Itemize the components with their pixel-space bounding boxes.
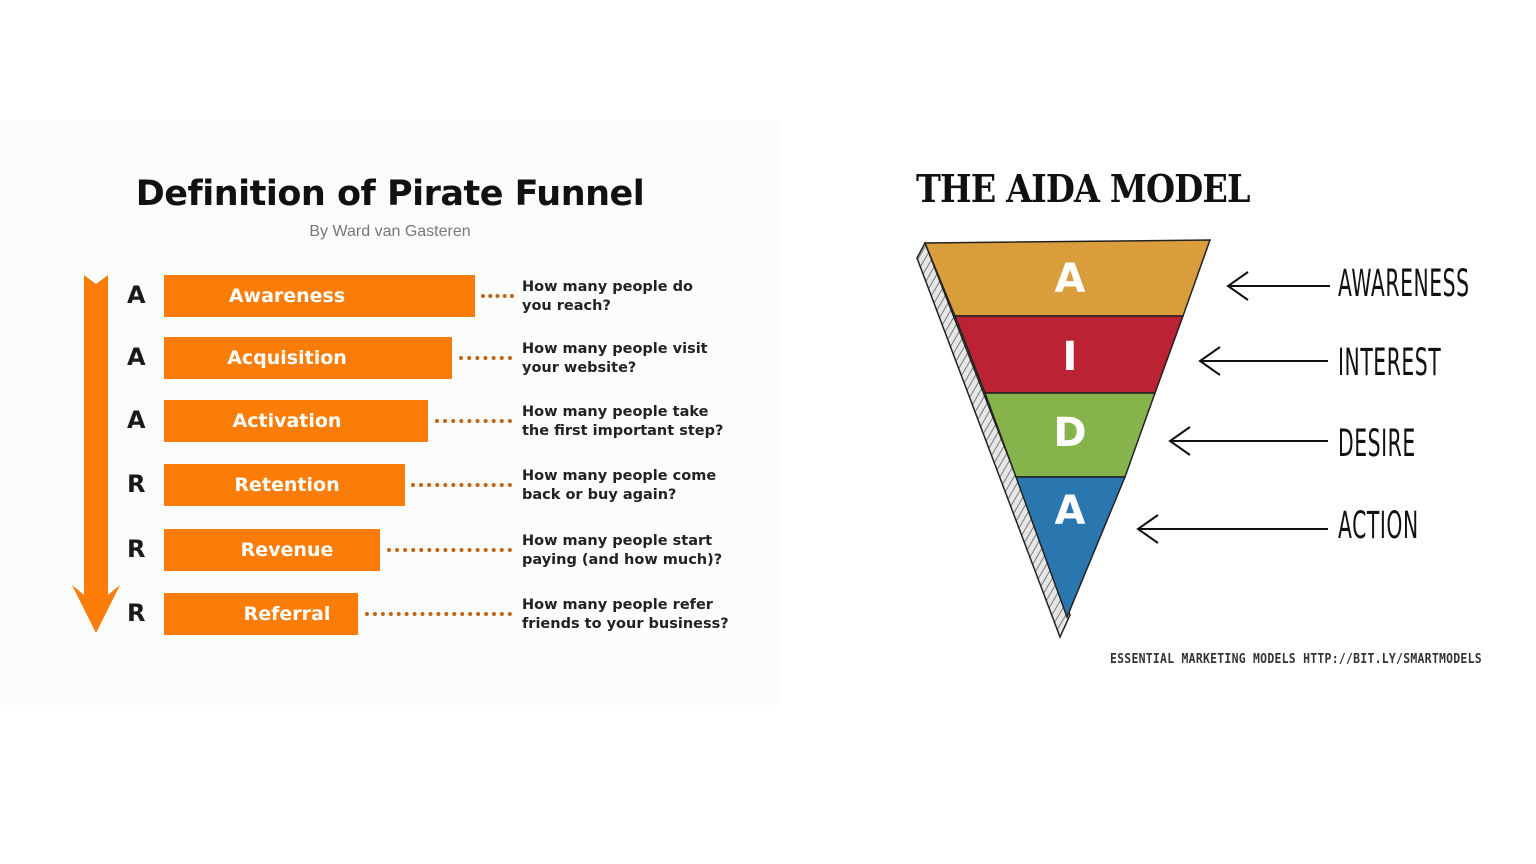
stage-letter: R [127, 470, 146, 498]
stage-bar: Acquisition [164, 337, 452, 379]
arrow-left-icon [1136, 271, 1330, 544]
aida-footer-credit: ESSENTIAL MARKETING MODELS HTTP://BIT.LY… [1110, 652, 1482, 667]
stage-bar: Revenue [164, 529, 380, 571]
stage-bar: Activation [164, 400, 428, 442]
stage-letter: R [127, 535, 146, 563]
stage-question: How many people start paying (and how mu… [522, 533, 723, 568]
stage-letter: A [127, 406, 146, 434]
dotted-connector [435, 419, 512, 423]
stage-question: How many people refer friends to your bu… [522, 597, 729, 632]
dotted-connector [411, 483, 512, 487]
stage-bar: Referral [164, 593, 358, 635]
pirate-funnel-panel: Definition of Pirate Funnel By Ward van … [0, 120, 780, 705]
aida-label-interest: INTEREST [1338, 341, 1442, 384]
aida-label-awareness: AWARENESS [1338, 262, 1470, 305]
aida-letter-a2: A [1054, 488, 1086, 534]
funnel-stage-acquisition: A Acquisition How many people visit your… [0, 337, 780, 379]
stage-question: How many people visit your website? [522, 341, 708, 376]
funnel-stage-activation: A Activation How many people take the fi… [0, 400, 780, 442]
stage-question: How many people do you reach? [522, 279, 694, 314]
stage-label: Awareness [228, 285, 346, 307]
pirate-funnel-subtitle: By Ward van Gasteren [309, 223, 471, 240]
aida-letter-i: I [1062, 334, 1078, 380]
stage-letter: R [127, 599, 146, 627]
stage-label: Referral [243, 603, 331, 625]
stage-letter: A [127, 343, 146, 371]
aida-letter-a: A [1054, 256, 1086, 302]
dotted-connector [481, 294, 514, 298]
funnel-stage-referral: R Referral How many people refer friends… [0, 593, 780, 635]
funnel-stage-awareness: A Awareness How many people do you reach… [0, 275, 780, 317]
stage-bar: Awareness [164, 275, 475, 317]
down-arrow-icon [72, 275, 120, 633]
pirate-funnel-title: Definition of Pirate Funnel [135, 174, 645, 214]
stage-question: How many people come back or buy again? [522, 468, 717, 503]
stage-bar: Retention [164, 464, 405, 506]
stage-label: Revenue [240, 539, 334, 561]
stage-label: Retention [234, 474, 340, 496]
aida-title: THE AIDA MODEL [916, 166, 1250, 211]
aida-label-desire: DESIRE [1338, 422, 1416, 465]
dotted-connector [365, 612, 512, 616]
stage-question: How many people take the first important… [522, 404, 724, 439]
funnel-stage-retention: R Retention How many people come back or… [0, 464, 780, 506]
funnel-stage-revenue: R Revenue How many people start paying (… [0, 529, 780, 571]
dotted-connector [387, 548, 512, 552]
stage-label: Activation [232, 410, 342, 432]
aida-letter-d: D [1053, 410, 1087, 456]
dotted-connector [459, 356, 512, 360]
stage-letter: A [127, 281, 146, 309]
aida-label-action: ACTION [1338, 504, 1419, 547]
aida-layer-action [1014, 476, 1127, 620]
stage-label: Acquisition [227, 347, 347, 369]
